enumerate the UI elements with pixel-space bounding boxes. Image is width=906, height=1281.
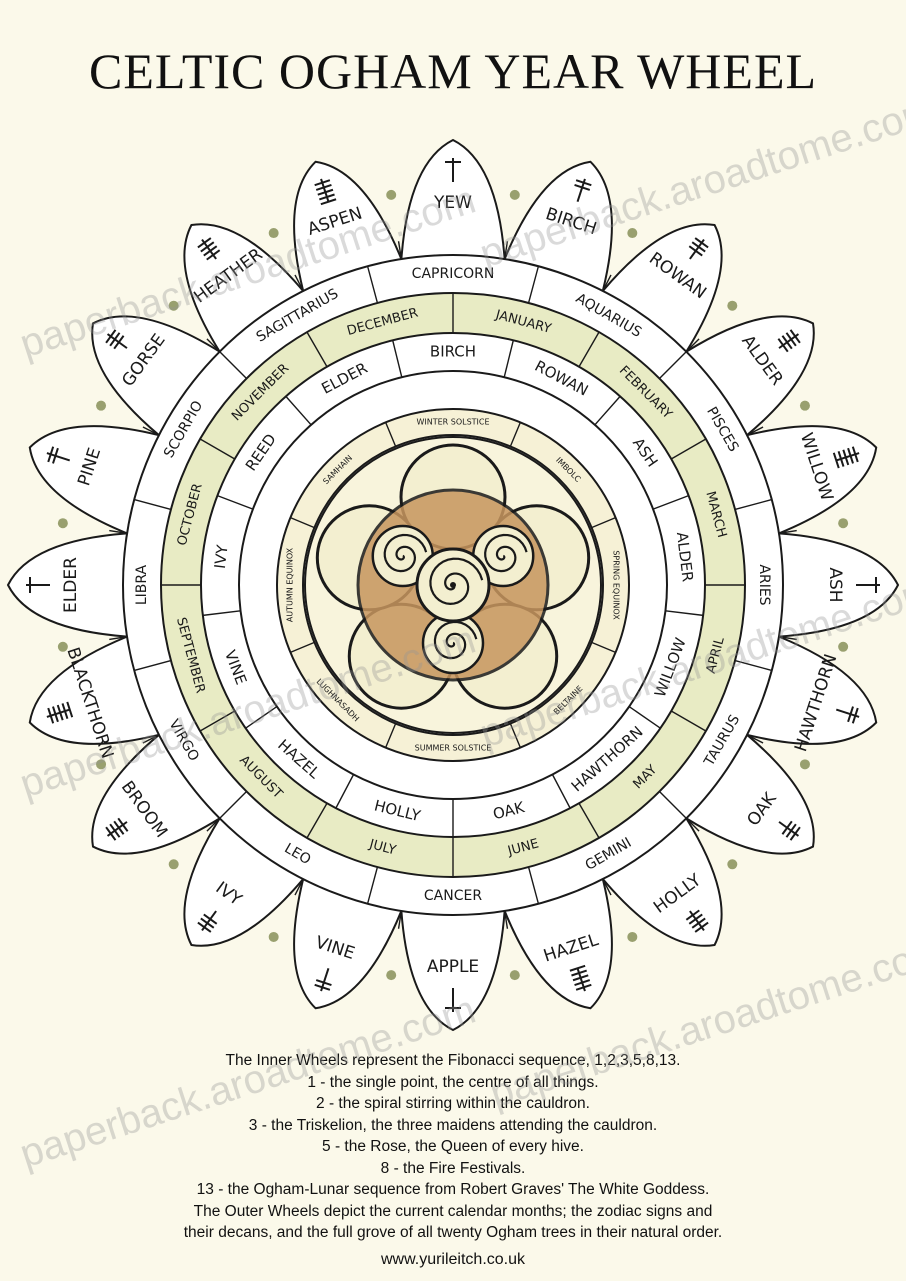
note-line: 13 - the Ogham-Lunar sequence from Rober… xyxy=(0,1179,906,1201)
zodiac-label: CAPRICORN xyxy=(412,266,495,282)
leaf-mark xyxy=(386,970,396,980)
festival-label: SUMMER SOLSTICE xyxy=(415,744,492,753)
leaf-mark xyxy=(510,190,520,200)
leaf-mark xyxy=(800,759,810,769)
note-line: 3 - the Triskelion, the three maidens at… xyxy=(0,1115,906,1137)
zodiac-label: ARIES xyxy=(756,564,772,605)
zodiac-label: LIBRA xyxy=(134,564,150,605)
outer-tree-label: APPLE xyxy=(427,957,479,977)
leaf-mark xyxy=(269,932,279,942)
festival-label: SPRING EQUINOX xyxy=(612,550,621,620)
note-line: The Inner Wheels represent the Fibonacci… xyxy=(0,1050,906,1072)
note-line: The Outer Wheels depict the current cale… xyxy=(0,1201,906,1223)
centre-point xyxy=(450,582,456,588)
outer-tree-label: YEW xyxy=(433,193,472,213)
leaf-mark xyxy=(96,759,106,769)
leaf-mark xyxy=(727,301,737,311)
leaf-mark xyxy=(627,932,637,942)
lunar-tree-label: IVY xyxy=(211,543,232,570)
note-line: 5 - the Rose, the Queen of every hive. xyxy=(0,1136,906,1158)
festival-label: AUTUMN EQUINOX xyxy=(286,547,295,622)
leaf-mark xyxy=(169,859,179,869)
website-link[interactable]: www.yurileitch.co.uk xyxy=(0,1251,906,1269)
leaf-mark xyxy=(386,190,396,200)
leaf-mark xyxy=(627,228,637,238)
zodiac-label: CANCER xyxy=(424,888,482,904)
notes-block: The Inner Wheels represent the Fibonacci… xyxy=(0,1050,906,1244)
leaf-mark xyxy=(727,859,737,869)
leaf-mark xyxy=(96,401,106,411)
leaf-mark xyxy=(269,228,279,238)
festival-label: WINTER SOLSTICE xyxy=(416,418,489,427)
outer-tree-label: ELDER xyxy=(61,557,81,613)
leaf-mark xyxy=(58,518,68,528)
leaf-mark xyxy=(510,970,520,980)
leaf-mark xyxy=(838,518,848,528)
leaf-mark xyxy=(169,301,179,311)
leaf-mark xyxy=(838,642,848,652)
outer-tree-label: ASH xyxy=(825,567,845,602)
note-line: 2 - the spiral stirring within the cauld… xyxy=(0,1093,906,1115)
note-line: their decans, and the full grove of all … xyxy=(0,1222,906,1244)
note-line: 8 - the Fire Festivals. xyxy=(0,1158,906,1180)
lunar-tree-label: BIRCH xyxy=(430,343,476,361)
leaf-mark xyxy=(800,401,810,411)
note-line: 1 - the single point, the centre of all … xyxy=(0,1072,906,1094)
